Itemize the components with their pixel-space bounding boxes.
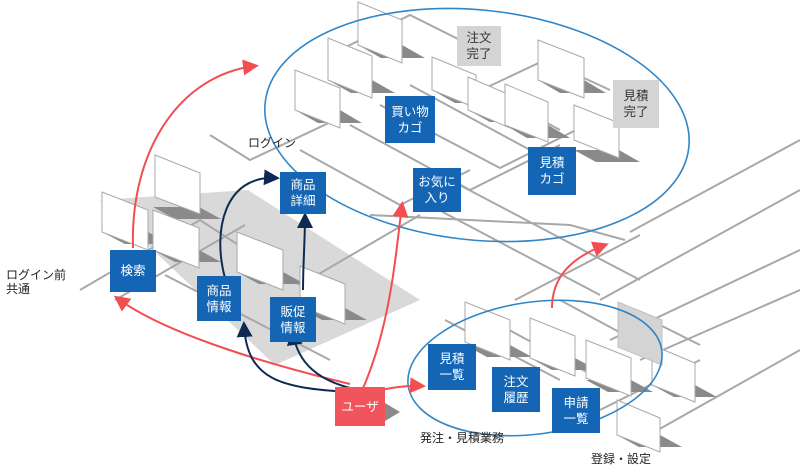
red-flows (113, 59, 609, 396)
search-node[interactable]: 検索 (110, 250, 156, 292)
order-history-node[interactable]: 注文 履歴 (492, 367, 540, 412)
product-info-node[interactable]: 商品 情報 (197, 276, 241, 321)
promo-info-node[interactable]: 販促 情報 (270, 297, 316, 342)
quote-complete-node[interactable]: 見積 完了 (613, 80, 659, 128)
registration-zone-label: 登録・設定 (591, 452, 652, 466)
login-zone-ellipse (264, 7, 690, 243)
favorites-node[interactable]: お気に 入り (413, 168, 461, 212)
pre-login-zone-label: ログイン前 共通 (6, 268, 67, 297)
order-quote-zone-label: 発注・見積業務 (420, 431, 505, 445)
login-zone-label: ログイン (248, 136, 297, 150)
cart-node[interactable]: 買い物 カゴ (385, 96, 435, 143)
order-complete-node[interactable]: 注文 完了 (457, 26, 501, 66)
quote-list-node[interactable]: 見積 一覧 (428, 344, 476, 390)
quote-cart-node[interactable]: 見積 カゴ (528, 147, 576, 195)
navy-flows (219, 169, 351, 393)
product-detail-node[interactable]: 商品 詳細 (280, 172, 326, 214)
user-node[interactable]: ユーザ (335, 387, 385, 426)
gray-page-card (617, 301, 663, 366)
application-list-node[interactable]: 申請 一覧 (552, 388, 600, 433)
